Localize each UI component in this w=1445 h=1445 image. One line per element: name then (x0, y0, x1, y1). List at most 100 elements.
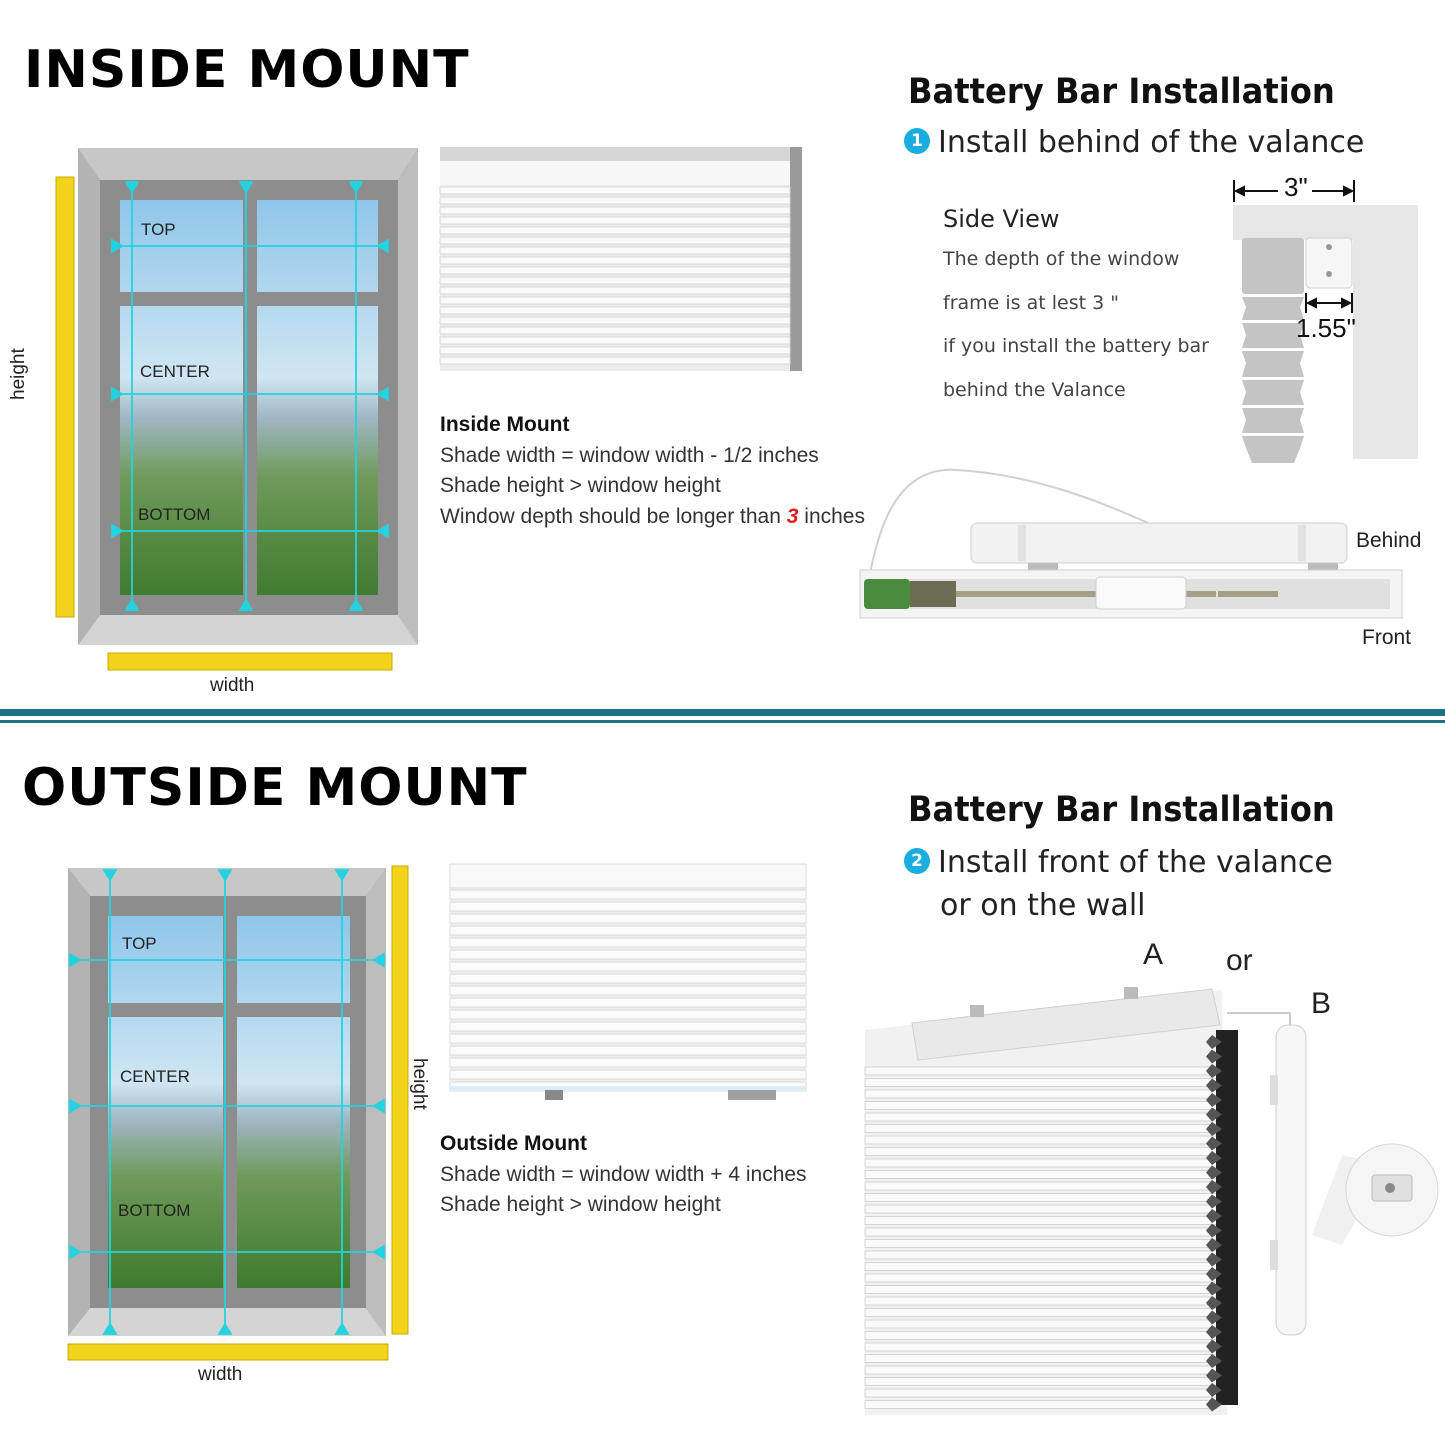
shade-pleat (864, 1285, 1218, 1294)
inside-label-width: width (210, 675, 255, 696)
outside-window-illustration (67, 865, 409, 1361)
shade-pleat (864, 1101, 1218, 1110)
shade-pleat (449, 937, 807, 948)
shade-cell-edge (1206, 1194, 1222, 1209)
shade-pleat (864, 1354, 1218, 1363)
side-view-diagram (1233, 180, 1418, 463)
outside-info-line2: Shade height > window height (440, 1193, 721, 1216)
shade-pleat (864, 1365, 1218, 1375)
inside-info-line2: Shade height > window height (440, 474, 721, 497)
shade-cell-edge (1206, 1238, 1222, 1252)
outside-label-bottom: BOTTOM (118, 1201, 191, 1220)
inside-label-height: height (8, 348, 29, 400)
outside-mount-info: Outside Mount Shade width = window width… (440, 1129, 807, 1221)
option-a-label: A (1143, 938, 1164, 971)
shade-cell-edge (1206, 1151, 1222, 1165)
shade-pleat (449, 901, 807, 912)
width-tape (107, 652, 393, 671)
shade-pleat (864, 1227, 1218, 1237)
outside-height-tape (391, 865, 409, 1335)
shade-pleat (449, 985, 807, 996)
shade-pleat (439, 266, 791, 275)
outside-info-line1: Shade width = window width + 4 inches (440, 1162, 807, 1186)
shade-pleat (864, 1089, 1218, 1099)
shade-cell-edge (1206, 1093, 1222, 1107)
inside-info-line3-pre: Window depth should be longer than (440, 504, 781, 528)
shade-pleat (439, 316, 791, 325)
shade-cell-edge (1206, 1223, 1222, 1238)
dimension-depth-label: 3" (1284, 172, 1308, 202)
shade-pleat (449, 961, 807, 972)
shade-pleat (864, 1400, 1218, 1409)
shade-pleat (439, 276, 791, 285)
shade-cell-edge (1206, 1122, 1222, 1136)
outside-label-width: width (198, 1364, 243, 1385)
battery-step-1-text: Install behind of the valance (938, 125, 1365, 160)
shade-pleat (439, 216, 791, 225)
shade-pleat (864, 1158, 1218, 1168)
shade-pleat (864, 1331, 1218, 1340)
shade-cell-edge (1206, 1064, 1222, 1078)
shade-cell-edge (1206, 1136, 1222, 1151)
shade-cell-edge (1206, 1339, 1222, 1354)
shade-pleat (864, 1147, 1218, 1156)
section-divider-thin (0, 720, 1445, 723)
shade-cell-edge (1206, 1209, 1222, 1223)
shade-pleat (439, 186, 791, 195)
outside-info-heading: Outside Mount (440, 1132, 587, 1155)
shade-pleat (864, 1388, 1218, 1398)
shade-cell-edge (1206, 1252, 1222, 1267)
shade-pleat (864, 1181, 1218, 1191)
shade-pleat (864, 1135, 1218, 1145)
outside-label-center: CENTER (120, 1067, 190, 1086)
shade-pleat (864, 1319, 1218, 1329)
shade-cell-edge (1206, 1049, 1222, 1064)
shade-pleat (449, 1021, 807, 1032)
shade-cell-edge (1206, 1165, 1222, 1180)
dimension-bar-label: 1.55" (1296, 313, 1356, 343)
inside-info-heading: Inside Mount (440, 413, 570, 436)
shade-pleat (864, 1216, 1218, 1225)
shade-cell-edge (1206, 1310, 1222, 1325)
side-view-line-1: The depth of the window (943, 248, 1180, 270)
shade-pleat (439, 306, 791, 315)
shade-pleat (864, 1066, 1218, 1076)
inside-info-line3: Window depth should be longer than 3 inc… (440, 502, 865, 533)
side-view-line-3: if you install the battery bar (943, 335, 1209, 357)
section-divider-thick (0, 709, 1445, 716)
shade-cell-edge (1206, 1180, 1222, 1194)
shade-pleat (449, 973, 807, 984)
shade-cell-edge (1206, 1325, 1222, 1339)
shade-pleat (864, 1193, 1218, 1202)
inside-mount-info: Inside Mount Shade width = window width … (440, 410, 865, 532)
step-1-badge: 1 (904, 127, 930, 154)
shade-pleat (449, 949, 807, 960)
shade-pleat (439, 196, 791, 205)
shade-cell-edge (1206, 1281, 1222, 1296)
shade-pleat (864, 1342, 1218, 1352)
shade-front-install-diagram (864, 987, 1439, 1415)
option-b-label: B (1311, 987, 1332, 1020)
shade-pleat (449, 1033, 807, 1044)
shade-pleat (439, 236, 791, 245)
inside-window-illustration (55, 148, 418, 671)
battery-install-title-2: Battery Bar Installation (908, 790, 1335, 830)
shade-cell-edge (1206, 1267, 1222, 1281)
step-2-badge: 2 (904, 847, 930, 874)
outside-mount-title: OUTSIDE MOUNT (22, 758, 528, 818)
side-view-line-4: behind the Valance (943, 378, 1126, 401)
shade-pleat (449, 925, 807, 936)
label-behind: Behind (1356, 529, 1422, 552)
shade-cell-edge (1206, 1368, 1222, 1383)
inside-label-center: CENTER (140, 362, 210, 381)
shade-pleat (449, 889, 807, 900)
shade-pleat (864, 1078, 1218, 1087)
shade-pleat (439, 296, 791, 305)
outside-label-top: TOP (122, 934, 157, 953)
shade-pleat (864, 1239, 1218, 1248)
side-view-line-2: frame is at lest 3 " (943, 291, 1119, 314)
battery-step-1: 1 Install behind of the valance (904, 125, 1364, 160)
shade-pleat (439, 326, 791, 335)
shade-pleat (439, 226, 791, 235)
